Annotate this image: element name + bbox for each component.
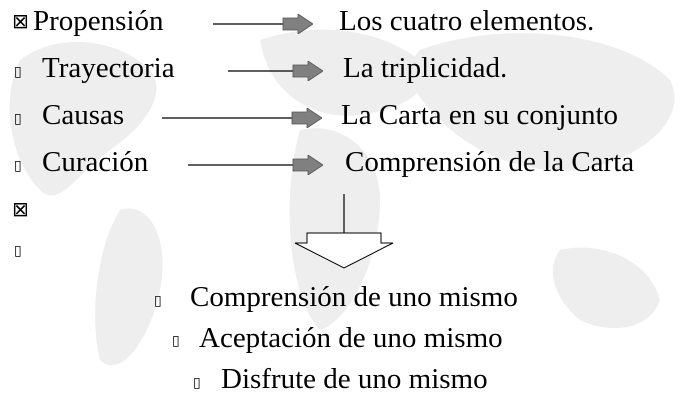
- checkbox-bullet-icon: ⊠: [12, 197, 29, 221]
- bullet-icon: ▯: [14, 111, 22, 127]
- result-disfrute-de-uno-mismo: Disfrute de uno mismo: [221, 363, 488, 395]
- right-arrow-icon: [228, 61, 323, 81]
- item-label-propension: Propensión: [33, 5, 164, 37]
- right-arrow-icon: [188, 155, 323, 175]
- result-aceptacion-de-uno-mismo: Aceptación de uno mismo: [199, 322, 503, 354]
- item-label-curacion: Curación: [42, 146, 149, 178]
- bullet-icon: ▯: [14, 243, 22, 259]
- item-target-los-cuatro-elementos: Los cuatro elementos.: [339, 5, 595, 37]
- item-label-causas: Causas: [42, 99, 125, 131]
- bullet-icon: ▯: [14, 64, 22, 80]
- bullet-icon: ▯: [154, 293, 162, 309]
- item-target-la-carta-en-su-conjunto: La Carta en su conjunto: [341, 99, 619, 131]
- item-target-la-triplicidad: La triplicidad.: [343, 52, 508, 84]
- checkbox-bullet-icon: ⊠: [12, 9, 29, 33]
- bullet-icon: ▯: [172, 333, 180, 349]
- bullet-icon: ▯: [14, 158, 22, 174]
- result-comprension-de-uno-mismo: Comprensión de uno mismo: [190, 281, 518, 313]
- right-arrow-icon: [162, 108, 322, 128]
- item-label-trayectoria: Trayectoria: [42, 52, 175, 84]
- right-arrow-icon: [213, 14, 313, 34]
- item-target-comprension-de-la-carta: Comprensión de la Carta: [345, 146, 635, 178]
- bullet-icon: ▯: [193, 375, 201, 391]
